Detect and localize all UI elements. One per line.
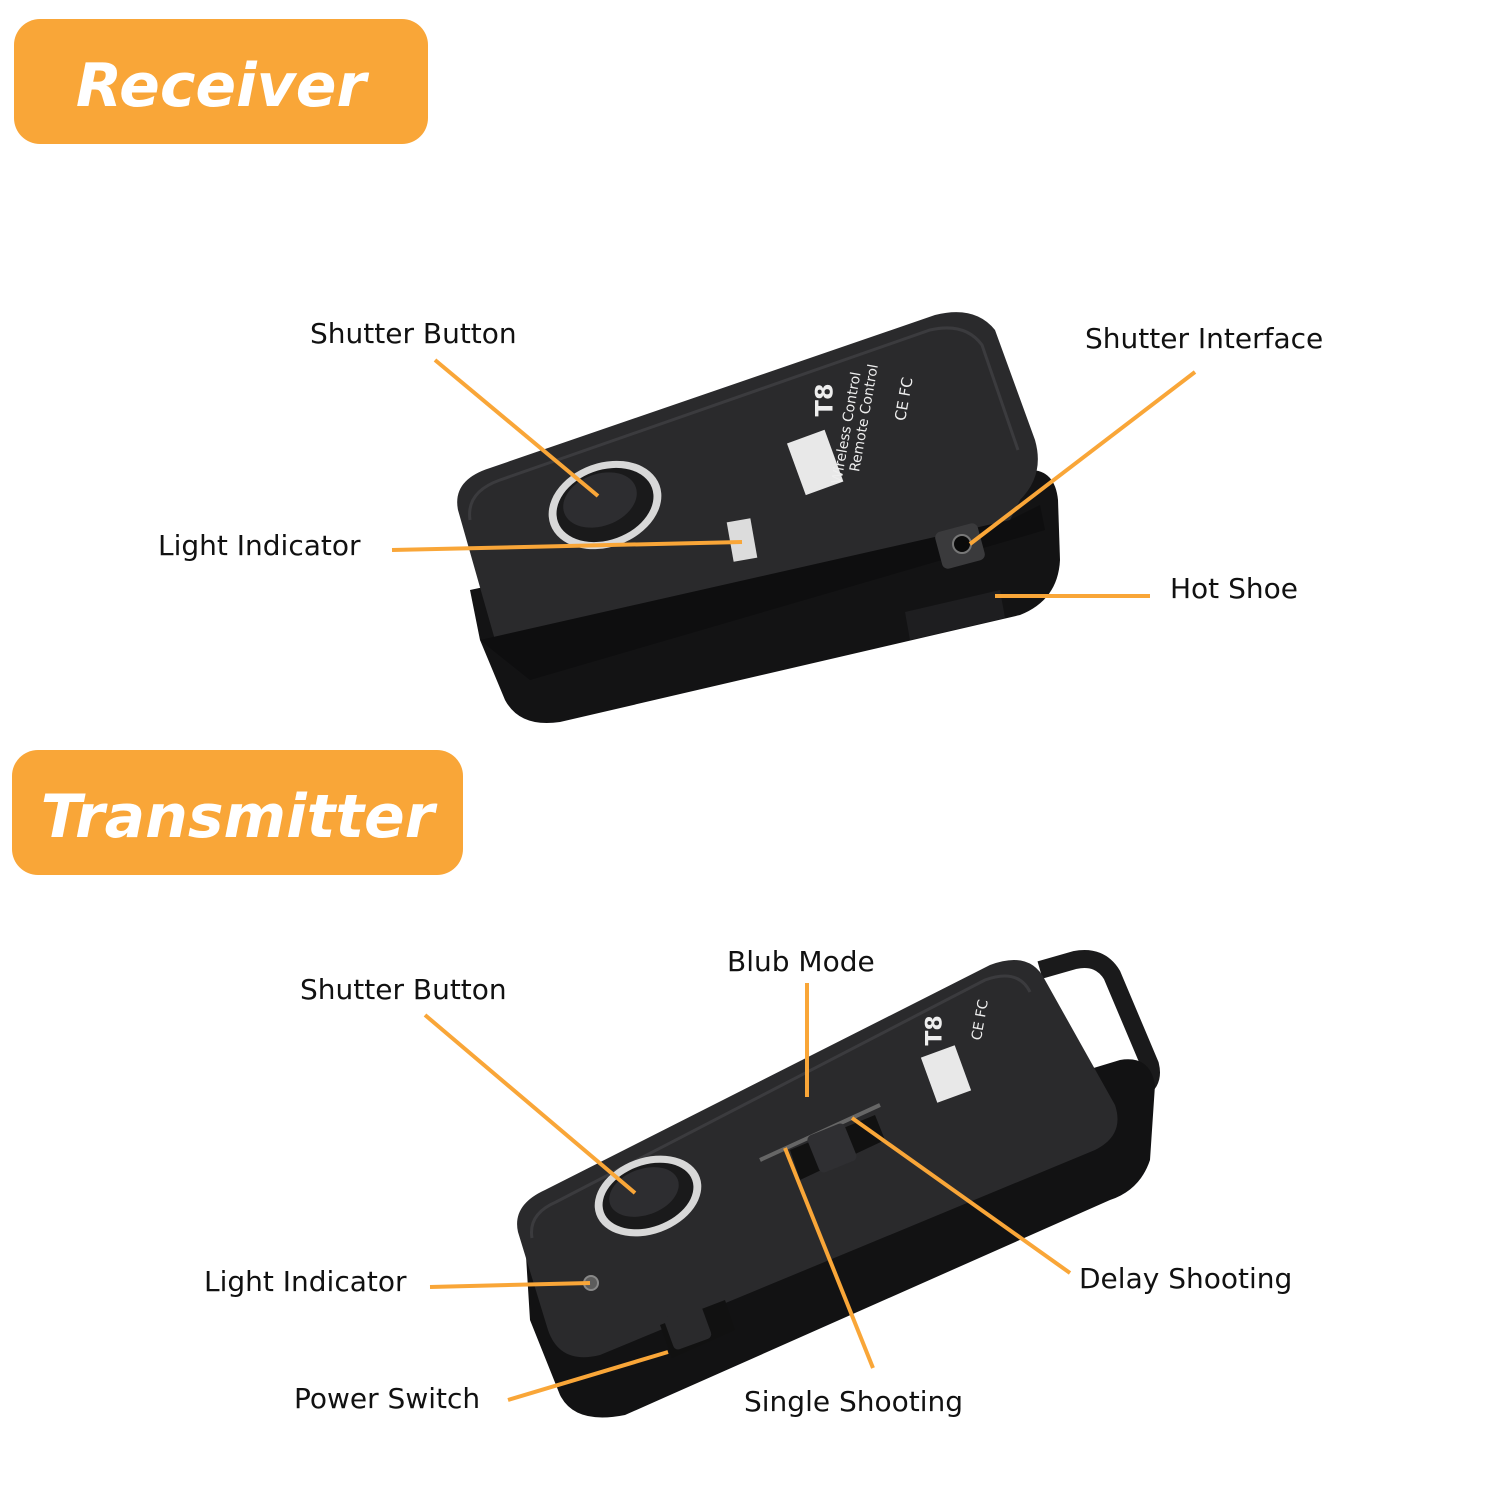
transmitter-mode-slider (759, 1103, 885, 1180)
transmitter-power-switch-label: Power Switch (294, 1382, 481, 1415)
receiver-hot-shoe-label: Hot Shoe (1170, 572, 1298, 605)
transmitter-title: Transmitter (40, 782, 435, 852)
leader-transmitter-single-shooting (783, 1147, 875, 1369)
receiver-shutter-button (548, 460, 662, 550)
receiver-light-indicator (726, 518, 758, 562)
transmitter-power-switch (660, 1300, 735, 1358)
transmitter-badge: Transmitter (12, 750, 463, 875)
transmitter-light-indicator-label: Light Indicator (204, 1265, 407, 1298)
transmitter-blub-mode-label: Blub Mode (727, 945, 875, 978)
leader-receiver-shutter-interface (968, 370, 1197, 546)
leader-receiver-light-indicator (391, 540, 743, 552)
transmitter-shutter-button (594, 1155, 702, 1237)
leader-receiver-shutter-button (433, 358, 600, 498)
leader-transmitter-shutter-button (423, 1013, 637, 1195)
receiver-shutter-button-label: Shutter Button (310, 317, 517, 350)
receiver-light-indicator-label: Light Indicator (158, 529, 361, 562)
transmitter-single-shooting-label: Single Shooting (744, 1385, 964, 1418)
leader-transmitter-light-indicator (429, 1281, 591, 1289)
receiver-shutter-interface-label: Shutter Interface (1085, 322, 1324, 355)
transmitter-delay-shooting-label: Delay Shooting (1079, 1262, 1293, 1295)
receiver-title: Receiver (75, 51, 367, 121)
receiver-badge: Receiver (14, 19, 428, 144)
transmitter-shutter-button-label: Shutter Button (300, 973, 507, 1006)
leader-transmitter-power-switch (507, 1350, 669, 1402)
leader-transmitter-delay-shooting (850, 1116, 1072, 1275)
receiver-shutter-interface (935, 523, 985, 569)
receiver-hot-shoe (905, 590, 1005, 640)
